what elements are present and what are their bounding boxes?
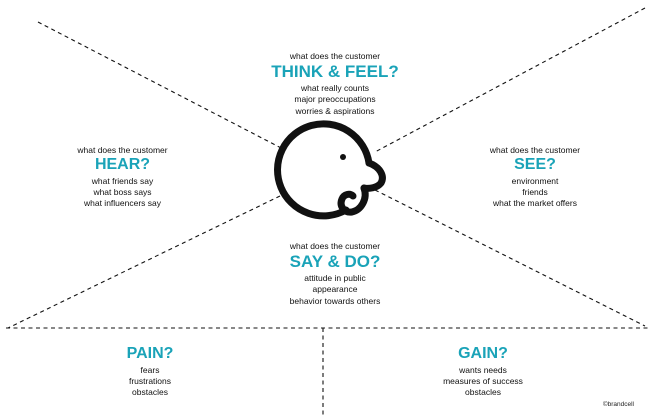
think-feel-item: worries & aspirations [295,105,375,116]
hear-item: what influencers say [83,198,161,209]
gain-item: wants needs [459,364,507,375]
say-do-section: what does the customer SAY & DO? attitud… [215,241,455,307]
see-item: friends [522,187,548,198]
hear-item: what boss says [93,187,152,198]
pain-section: PAIN? fears frustrations obstacles [80,345,220,398]
gain-section: GAIN? wants needs measures of success ob… [413,345,553,398]
see-item: what the market offers [493,198,577,209]
see-intro: what does the customer [489,145,581,155]
copyright-text: ©brandcell [602,401,634,408]
say-do-item: attitude in public [304,273,366,284]
divider-top-right [374,7,646,153]
divider-bottom-right [374,189,646,327]
say-do-item: behavior towards others [289,295,381,306]
see-title: SEE? [514,156,556,174]
gain-item: obstacles [465,387,501,398]
say-do-intro: what does the customer [289,241,381,251]
customer-head-icon [274,120,386,220]
gain-item: measures of success [443,376,523,387]
pain-item: fears [140,364,160,375]
pain-item: obstacles [132,387,168,398]
divider-bottom-left [7,195,281,329]
hear-item: what friends say [91,176,154,187]
think-feel-title: THINK & FEEL? [271,62,399,82]
see-section: what does the customer SEE? environment … [465,145,605,210]
say-do-item: appearance [312,284,358,295]
gain-title: GAIN? [458,345,508,362]
think-feel-section: what does the customer THINK & FEEL? wha… [215,51,455,117]
hear-title: HEAR? [94,156,151,174]
see-item: environment [511,176,559,187]
pain-title: PAIN? [126,345,174,362]
think-feel-item: what really counts [300,83,370,94]
divider-top-left [37,21,286,151]
think-feel-item: major preoccupations [294,94,376,105]
pain-item: frustrations [128,376,172,387]
say-do-title: SAY & DO? [289,252,381,272]
think-feel-intro: what does the customer [289,51,381,61]
hear-intro: what does the customer [77,145,168,155]
hear-section: what does the customer HEAR? what friend… [55,145,190,210]
